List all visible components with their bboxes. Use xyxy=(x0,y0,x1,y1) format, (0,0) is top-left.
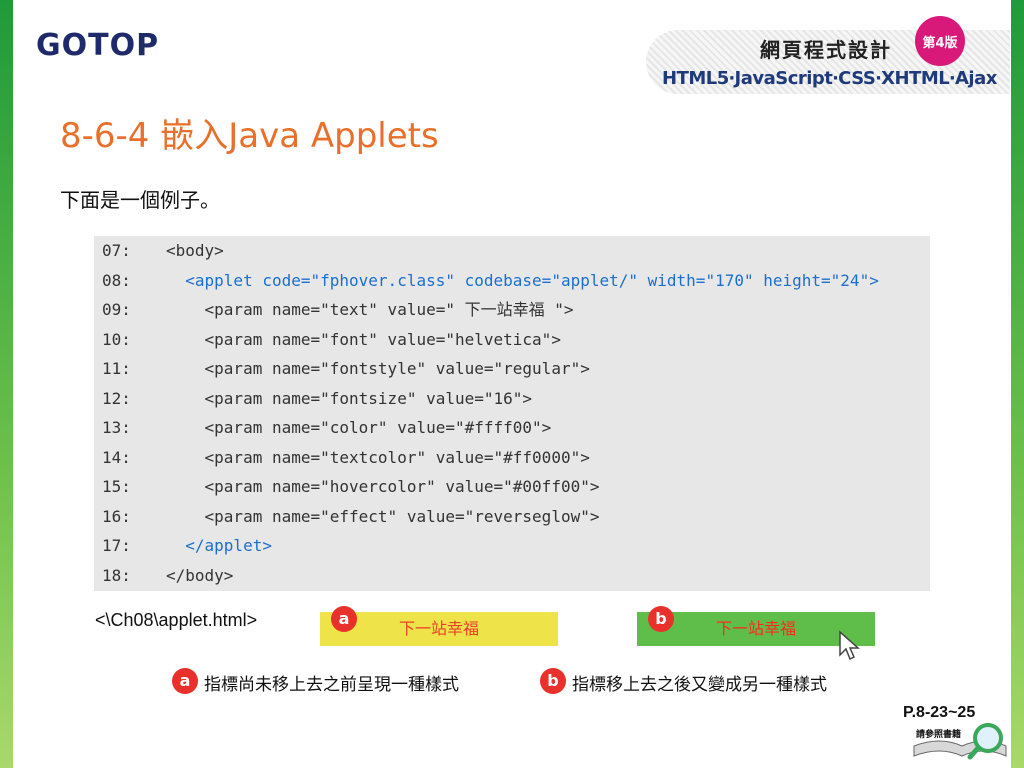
line-number: 12: xyxy=(102,388,131,408)
code-line: 10: <param name="font" value="helvetica"… xyxy=(102,325,561,354)
line-number: 16: xyxy=(102,506,131,526)
line-code: </body> xyxy=(166,565,234,585)
code-line: 14: <param name="textcolor" value="#ff00… xyxy=(102,443,590,472)
code-line: 12: <param name="fontsize" value="16"> xyxy=(102,384,532,413)
code-line: 13: <param name="color" value="#ffff00"> xyxy=(102,413,551,442)
code-line: 18: </body> xyxy=(102,561,233,590)
code-line: 11: <param name="fontstyle" value="regul… xyxy=(102,354,590,383)
code-line: 09: <param name="text" value=" 下一站幸福 "> xyxy=(102,295,574,324)
caption-b: 指標移上去之後又變成另一種樣式 xyxy=(572,675,827,695)
line-code: <applet code="fphover.class" codebase="a… xyxy=(166,270,879,290)
caption-a: 指標尚未移上去之前呈現一種樣式 xyxy=(204,675,459,695)
marker-a: a xyxy=(331,606,357,632)
mouse-pointer-icon xyxy=(839,630,860,661)
line-code: <param name="fontstyle" value="regular"> xyxy=(166,359,590,378)
code-line: 15: <param name="hovercolor" value="#00f… xyxy=(102,472,599,501)
page-reference: P.8-23~25 xyxy=(903,704,976,721)
line-number: 18: xyxy=(102,565,131,585)
demo-applet-hover[interactable]: 下一站幸福 xyxy=(637,612,875,646)
caption-marker-a: a xyxy=(172,668,198,694)
line-code: <param name="fontsize" value="16"> xyxy=(166,388,533,408)
line-number: 14: xyxy=(102,447,131,467)
line-number: 10: xyxy=(102,329,131,349)
demo-applet-normal: 下一站幸福 xyxy=(320,612,558,646)
intro-text: 下面是一個例子。 xyxy=(60,188,220,212)
line-code: <param name="hovercolor" value="#00ff00"… xyxy=(166,477,600,496)
line-number: 11: xyxy=(102,359,131,378)
book-title: 網頁程式設計 xyxy=(760,38,892,62)
line-number: 07: xyxy=(102,241,131,260)
code-line: 07: <body> xyxy=(102,236,224,265)
caption-marker-b: b xyxy=(540,668,566,694)
book-magnifier-icon xyxy=(913,723,1007,760)
line-number: 09: xyxy=(102,300,131,319)
code-line: 08: <applet code="fphover.class" codebas… xyxy=(102,266,879,295)
file-path: <\Ch08\applet.html> xyxy=(95,610,258,630)
code-line: 16: <param name="effect" value="reverseg… xyxy=(102,502,599,531)
page-title: 8-6-4 嵌入Java Applets xyxy=(60,116,439,156)
line-code: <param name="effect" value="reverseglow"… xyxy=(166,506,600,526)
line-number: 13: xyxy=(102,418,131,437)
line-number: 15: xyxy=(102,477,131,496)
code-line: 17: </applet> xyxy=(102,531,272,560)
book-subtitle: HTML5‧JavaScript‧CSS‧XHTML‧Ajax xyxy=(662,68,997,89)
right-accent-bar xyxy=(1011,0,1024,768)
marker-b: b xyxy=(648,606,674,632)
line-code: </applet> xyxy=(166,536,272,555)
line-code: <param name="font" value="helvetica"> xyxy=(166,329,561,349)
line-number: 08: xyxy=(102,270,131,290)
left-accent-bar xyxy=(0,0,13,768)
reference-note: 請參照書籍 xyxy=(916,730,962,740)
code-listing: 07: <body> 08: <applet code="fphover.clas… xyxy=(94,236,930,591)
line-code: <param name="textcolor" value="#ff0000"> xyxy=(166,447,590,467)
edition-badge: 第4版 xyxy=(915,16,965,66)
line-code: <body> xyxy=(166,241,224,260)
publisher-logo: GOTOP xyxy=(36,28,160,63)
line-number: 17: xyxy=(102,536,131,555)
line-code: <param name="text" value=" 下一站幸福 "> xyxy=(166,300,574,319)
line-code: <param name="color" value="#ffff00"> xyxy=(166,418,552,437)
